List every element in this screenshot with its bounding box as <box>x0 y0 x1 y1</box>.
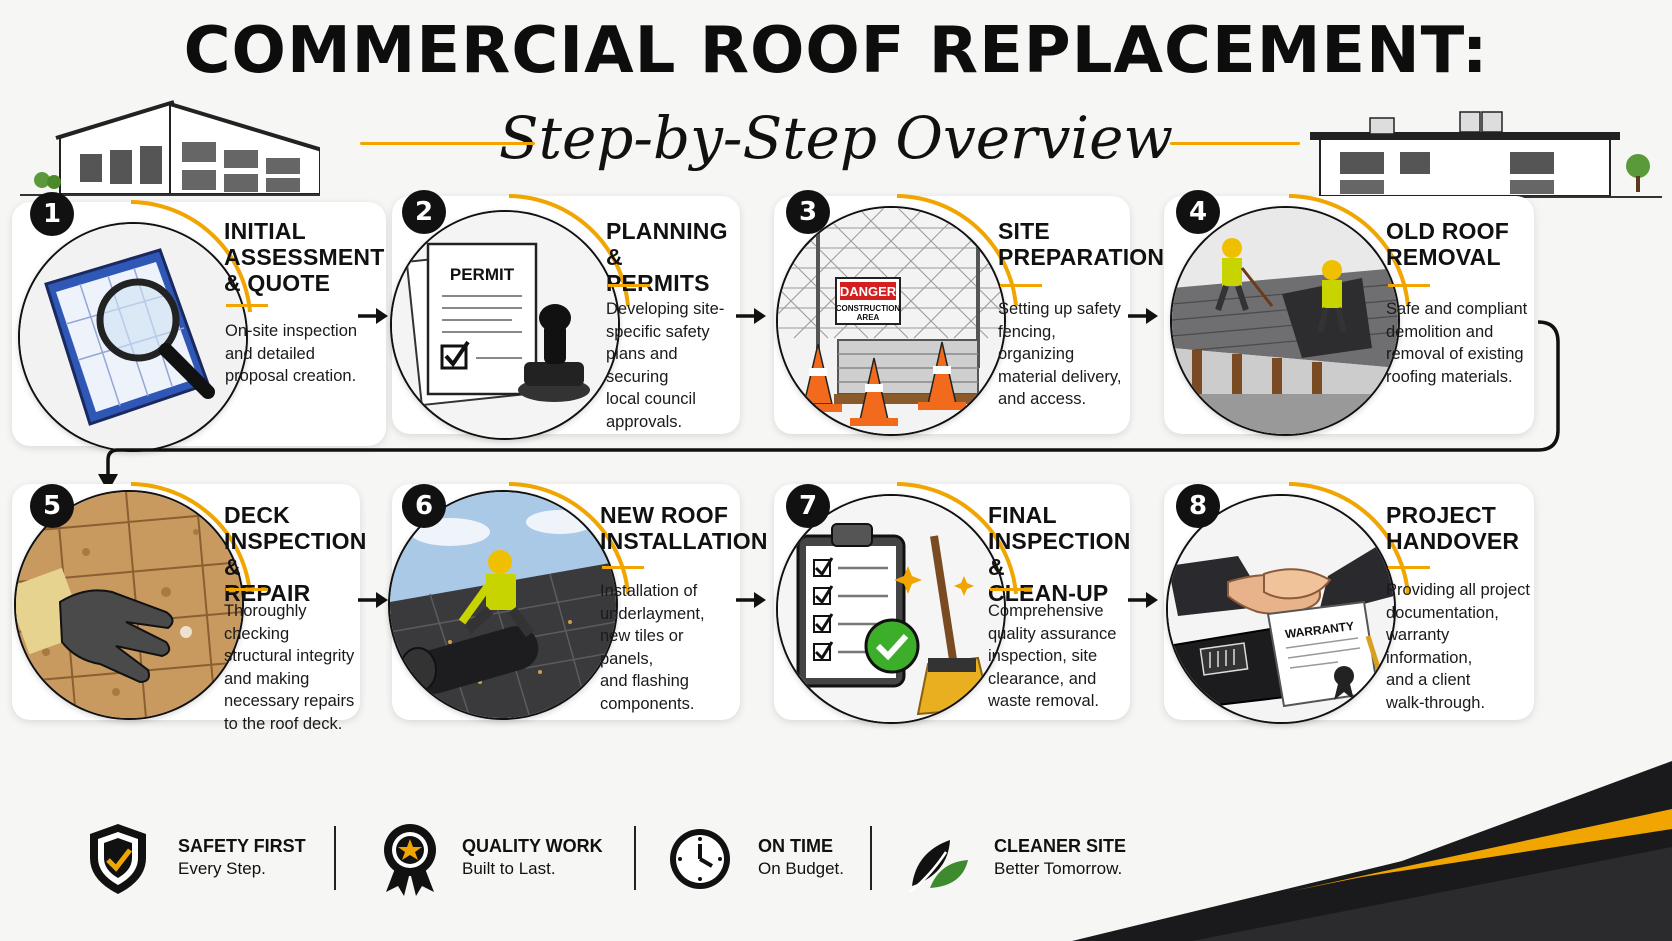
accent-arc <box>896 482 1018 595</box>
footer-divider <box>870 826 872 890</box>
step-illustration-1 <box>18 222 248 452</box>
step-number-badge: 3 <box>786 190 830 234</box>
footer-subtitle: On Budget. <box>758 859 845 878</box>
footer-subtitle: Every Step. <box>178 859 266 878</box>
step-number-badge: 6 <box>402 484 446 528</box>
area-label: AREA <box>857 313 880 322</box>
construction-label: CONSTRUCTION <box>836 304 901 313</box>
subtitle-rule-left <box>360 142 535 145</box>
leaves-icon <box>909 840 968 893</box>
danger-sign-label: DANGER <box>840 284 897 299</box>
step-number-badge: 4 <box>1176 190 1220 234</box>
footer-subtitle: Built to Last. <box>462 859 556 878</box>
award-ribbon-icon <box>384 824 436 896</box>
subtitle-rule-right <box>1170 142 1300 145</box>
building-right-icon <box>1310 111 1662 198</box>
permit-label: PERMIT <box>450 265 515 284</box>
step-number-badge: 8 <box>1176 484 1220 528</box>
accent-arc <box>130 200 252 313</box>
row-connector-arrow <box>98 320 1560 492</box>
step-illustration-8: WARRANTY <box>1166 494 1396 724</box>
step-number-badge: 7 <box>786 484 830 528</box>
footer-subtitle: Better Tomorrow. <box>994 859 1123 878</box>
accent-arc <box>130 482 252 595</box>
footer-title: SAFETY FIRST <box>178 836 306 856</box>
title-underline <box>1000 284 1042 287</box>
title-underline <box>608 284 650 287</box>
step-number-badge: 5 <box>30 484 74 528</box>
title-underline <box>990 588 1032 591</box>
title-underline <box>226 588 268 591</box>
title-underline <box>602 566 644 569</box>
page-subtitle: Step-by-Step Overview <box>498 104 1174 172</box>
step-number-badge: 1 <box>30 192 74 236</box>
accent-arc <box>508 482 630 595</box>
step-illustration-4 <box>1170 206 1400 436</box>
footer-divider <box>334 826 336 890</box>
arrow-right-icon <box>1128 592 1158 608</box>
step-illustration-6 <box>388 490 618 720</box>
arrow-right-icon <box>1128 308 1158 324</box>
page-title: COMMERCIAL ROOF REPLACEMENT: <box>183 14 1489 88</box>
footer-title: ON TIME <box>758 836 833 856</box>
building-left-icon <box>20 100 320 196</box>
step-illustration-2: PERMIT <box>390 210 620 440</box>
accent-arc <box>508 194 630 307</box>
step-number-badge: 2 <box>402 190 446 234</box>
step-title: PLANNING &PERMITS <box>606 218 728 296</box>
footer-title: QUALITY WORK <box>462 836 603 856</box>
footer-title: CLEANER SITE <box>994 836 1127 856</box>
accent-arc <box>1288 194 1410 307</box>
title-underline <box>1388 566 1430 569</box>
step-illustration-5 <box>14 490 244 720</box>
step-illustration-3: DANGER CONSTRUCTION AREA <box>776 206 1006 436</box>
accent-arc <box>1288 482 1410 595</box>
title-underline <box>226 304 268 307</box>
accent-arc <box>896 194 1018 307</box>
decorative-corner-stripes <box>1072 761 1672 941</box>
arrow-right-icon <box>736 592 766 608</box>
shield-check-icon <box>90 824 146 894</box>
footer-divider <box>634 826 636 890</box>
title-underline <box>1388 284 1430 287</box>
step-illustration-7 <box>776 494 1006 724</box>
arrow-right-icon <box>736 308 766 324</box>
clock-icon <box>670 829 730 889</box>
arrow-right-icon <box>358 592 388 608</box>
arrow-right-icon <box>358 308 388 324</box>
